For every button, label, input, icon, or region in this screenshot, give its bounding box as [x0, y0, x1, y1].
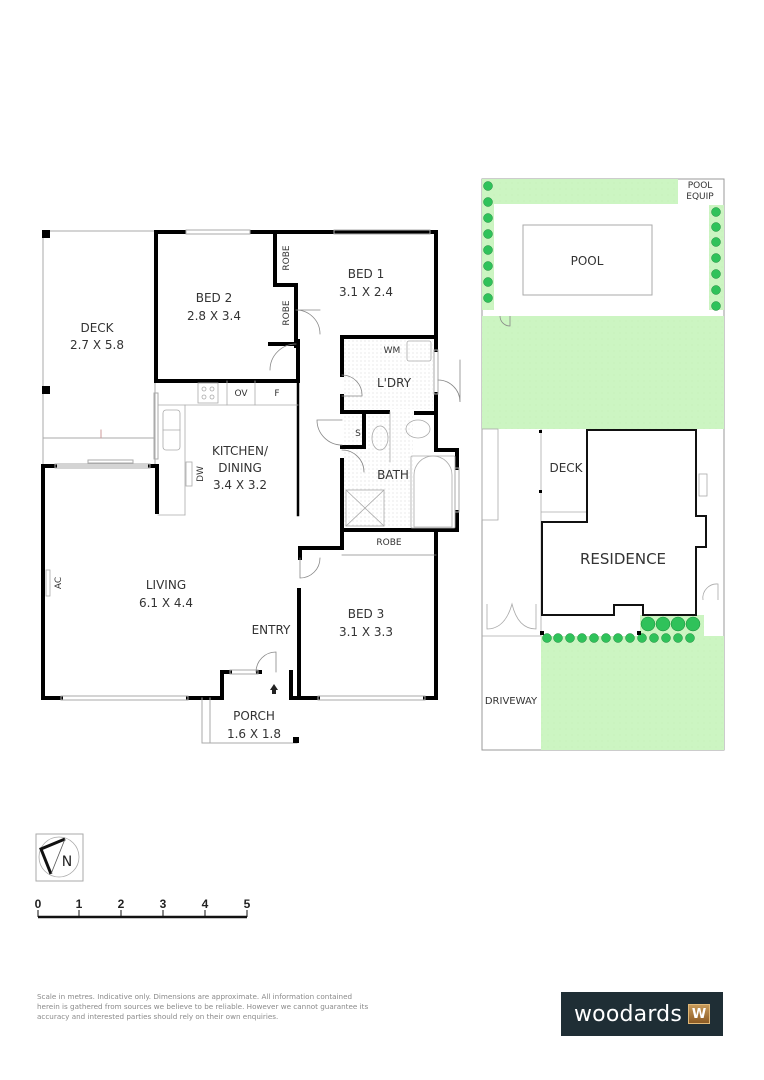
- bath-floor: [343, 412, 413, 526]
- front-lawn: [541, 636, 724, 750]
- svg-text:N: N: [62, 854, 72, 870]
- svg-text:ROBE: ROBE: [376, 538, 402, 548]
- residence-footprint: [541, 429, 707, 616]
- svg-text:POOL: POOL: [571, 254, 604, 268]
- deck-post: [42, 386, 50, 394]
- svg-text:F: F: [274, 389, 279, 399]
- svg-text:KITCHEN/: KITCHEN/: [212, 444, 269, 458]
- north-compass-icon: N: [35, 833, 84, 882]
- svg-text:BED 1: BED 1: [348, 267, 385, 281]
- logo-w-icon: W: [688, 1004, 711, 1024]
- svg-text:DW: DW: [196, 466, 206, 482]
- svg-text:POOL: POOL: [688, 181, 713, 191]
- lawn-strip-top: [493, 179, 678, 204]
- svg-text:DECK: DECK: [549, 461, 583, 475]
- svg-text:ENTRY: ENTRY: [252, 623, 291, 637]
- logo-wordmark: woodards: [573, 1001, 683, 1027]
- wet-fixtures: [341, 340, 456, 556]
- svg-text:DECK: DECK: [80, 321, 114, 335]
- svg-text:5: 5: [244, 897, 251, 911]
- svg-text:4: 4: [202, 897, 209, 911]
- svg-text:LIVING: LIVING: [146, 578, 186, 592]
- svg-text:BATH: BATH: [377, 468, 409, 482]
- svg-text:3.1 X 2.4: 3.1 X 2.4: [339, 285, 393, 299]
- svg-text:1.6 X 1.8: 1.6 X 1.8: [227, 727, 281, 741]
- disclaimer-text: Scale in metres. Indicative only. Dimens…: [37, 992, 369, 1021]
- svg-text:BED 2: BED 2: [196, 291, 233, 305]
- svg-text:6.1 X 4.4: 6.1 X 4.4: [139, 596, 193, 610]
- door-swings: [255, 309, 461, 673]
- svg-text:2: 2: [118, 897, 125, 911]
- svg-text:2.7 X 5.8: 2.7 X 5.8: [70, 338, 124, 352]
- laundry-floor: [343, 339, 433, 409]
- woodards-logo: woodards W: [561, 992, 723, 1036]
- svg-text:AC: AC: [54, 577, 64, 589]
- svg-text:S: S: [355, 429, 361, 439]
- svg-text:1: 1: [76, 897, 83, 911]
- svg-text:RESIDENCE: RESIDENCE: [580, 550, 666, 568]
- svg-text:L'DRY: L'DRY: [377, 376, 412, 390]
- pool: [522, 224, 653, 296]
- walls: [41, 230, 459, 700]
- site-plan: POOL POOL EQUIP: [481, 178, 725, 751]
- entry-arrow-icon: [270, 684, 278, 694]
- lawn-strip-left: [482, 179, 494, 310]
- kitchen-fixtures: [45, 380, 299, 597]
- svg-text:3.4 X 3.2: 3.4 X 3.2: [213, 478, 267, 492]
- svg-text:BED 3: BED 3: [348, 607, 385, 621]
- windows: [54, 229, 460, 701]
- svg-text:ROBE: ROBE: [282, 245, 292, 271]
- svg-text:DRIVEWAY: DRIVEWAY: [485, 696, 538, 707]
- svg-text:DINING: DINING: [218, 461, 262, 475]
- svg-text:OV: OV: [234, 389, 248, 399]
- svg-text:PORCH: PORCH: [233, 709, 275, 723]
- svg-text:2.8 X 3.4: 2.8 X 3.4: [187, 309, 241, 323]
- svg-text:ROBE: ROBE: [282, 300, 292, 326]
- room-labels: DECK 2.7 X 5.8 BED 2 2.8 X 3.4 BED 1 3.1…: [54, 245, 412, 741]
- back-lawn: [482, 316, 724, 429]
- svg-text:WM: WM: [384, 346, 401, 356]
- svg-text:EQUIP: EQUIP: [686, 192, 714, 202]
- floor-plan: DECK 2.7 X 5.8 BED 2 2.8 X 3.4 BED 1 3.1…: [41, 229, 461, 744]
- svg-text:3.1 X 3.3: 3.1 X 3.3: [339, 625, 393, 639]
- deck-post: [42, 230, 50, 238]
- porch-outline: [201, 697, 298, 744]
- svg-text:0: 0: [35, 897, 42, 911]
- scale-bar: 0 1 2 3 4 5: [35, 897, 251, 919]
- hedge-trees: [483, 181, 721, 643]
- svg-text:3: 3: [160, 897, 167, 911]
